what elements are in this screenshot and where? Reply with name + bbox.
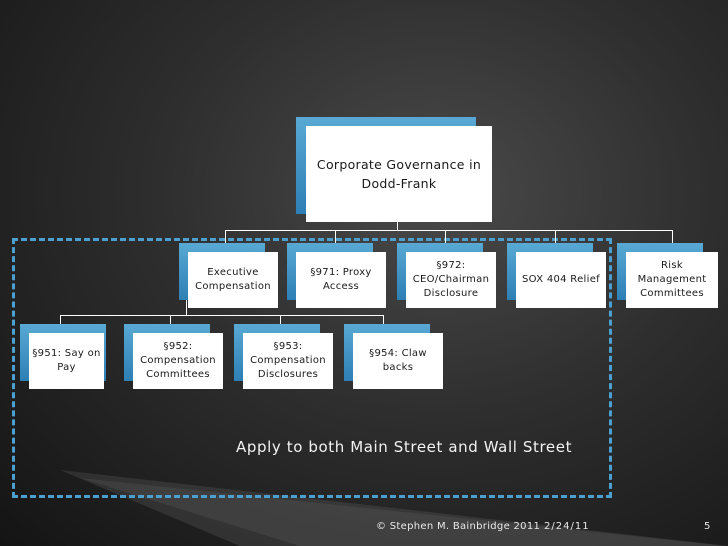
connector-line <box>186 300 187 316</box>
node-label: Risk Management Committees <box>637 260 707 299</box>
node-label: §954: Claw backs <box>369 348 427 373</box>
connector-line <box>60 315 61 325</box>
dashed-region-outline <box>12 238 612 498</box>
node-label: §971: Proxy Access <box>310 267 372 292</box>
connector-line <box>170 315 171 325</box>
tagline: Apply to both Main Street and Wall Stree… <box>236 438 573 456</box>
node-compensation-disclosures: §953: Compensation Disclosures <box>243 333 333 389</box>
root-node-label: Corporate Governance in Dodd-Frank <box>316 157 482 191</box>
connector-line <box>383 315 384 325</box>
node-label: §951: Say on Pay <box>32 348 101 373</box>
node-label: Executive Compensation <box>195 267 271 292</box>
slide-number: 5 <box>704 521 711 532</box>
node-compensation-committees: §952: Compensation Committees <box>133 333 223 389</box>
node-label: §952: Compensation Committees <box>140 341 216 380</box>
node-claw-backs: §954: Claw backs <box>353 333 443 389</box>
footer-date: 2/24/11 <box>544 521 590 532</box>
node-risk-management-committees: Risk Management Committees <box>626 252 718 308</box>
node-label: SOX 404 Relief <box>522 274 600 285</box>
connector-line <box>397 222 398 231</box>
node-sox-404-relief: SOX 404 Relief <box>516 252 606 308</box>
node-label: §953: Compensation Disclosures <box>250 341 326 380</box>
connector-line <box>225 230 673 231</box>
root-node: Corporate Governance in Dodd-Frank <box>306 126 492 222</box>
connector-line <box>225 230 226 244</box>
connector-line <box>60 315 383 316</box>
connector-line <box>445 230 446 244</box>
node-executive-compensation: Executive Compensation <box>188 252 278 308</box>
connector-line <box>555 230 556 244</box>
footer-copyright: © Stephen M. Bainbridge 2011 <box>376 521 541 532</box>
connector-line <box>672 230 673 244</box>
node-proxy-access: §971: Proxy Access <box>296 252 386 308</box>
node-ceo-chairman-disclosure: §972: CEO/Chairman Disclosure <box>406 252 496 308</box>
connector-line <box>335 230 336 244</box>
node-label: §972: CEO/Chairman Disclosure <box>412 260 490 299</box>
connector-line <box>280 315 281 325</box>
node-say-on-pay: §951: Say on Pay <box>29 333 104 389</box>
